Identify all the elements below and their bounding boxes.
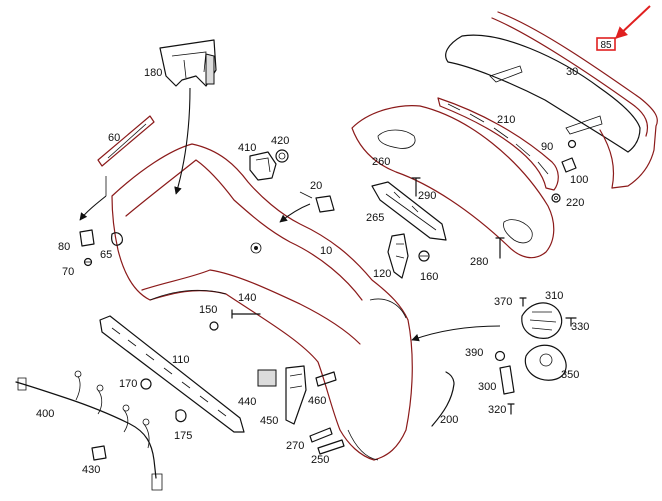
label-110: 110: [172, 354, 190, 366]
label-20: 20: [310, 180, 322, 192]
label-440: 440: [238, 396, 256, 408]
assembly-arrows: [79, 87, 501, 342]
label-180: 180: [144, 67, 162, 79]
part-390-nut: [494, 350, 506, 362]
part-160-clip: [418, 250, 430, 262]
part-200-trim: [431, 371, 455, 427]
label-300: 300: [478, 381, 496, 393]
part-70-screw: [83, 257, 93, 267]
part-210-molding: [437, 97, 559, 191]
label-400: 400: [36, 408, 54, 420]
label-30: 30: [566, 66, 578, 78]
part-320-screw: [507, 403, 515, 415]
label-280: 280: [470, 256, 488, 268]
label-290: 290: [418, 190, 436, 202]
part-175-clip: [175, 409, 187, 423]
part-100-clip: [561, 157, 577, 173]
label-200: 200: [440, 414, 458, 426]
part-120-bracket: [387, 233, 409, 279]
part-370-screw: [519, 297, 527, 307]
label-430: 430: [82, 464, 100, 476]
part-80-clip: [79, 229, 95, 247]
part-labels: 180 60 410 420 20 30 210 90 100 220 260 …: [36, 66, 589, 476]
label-100: 100: [570, 174, 588, 186]
part-265-bracket: [371, 181, 447, 241]
label-60: 60: [108, 132, 120, 144]
part-140-bolt: [231, 309, 261, 319]
label-170: 170: [119, 378, 137, 390]
label-210: 210: [497, 114, 515, 126]
highlight-callout: 85: [596, 5, 651, 51]
label-85: 85: [600, 40, 612, 51]
label-150: 150: [199, 304, 217, 316]
part-150-washer: [209, 321, 219, 331]
part-430-connector: [91, 445, 107, 461]
part-270-strip: [309, 427, 333, 443]
label-450: 450: [260, 415, 278, 427]
label-250: 250: [311, 454, 329, 466]
part-180-bracket: [159, 39, 217, 87]
label-390: 390: [465, 347, 483, 359]
part-30-spoiler: [445, 11, 658, 189]
label-410: 410: [238, 142, 256, 154]
part-460-pad: [315, 371, 337, 387]
part-220-washer: [551, 193, 561, 203]
label-10: 10: [320, 245, 332, 257]
label-330: 330: [571, 321, 589, 333]
label-140: 140: [238, 292, 256, 304]
label-65: 65: [100, 249, 112, 261]
part-440-pad: [257, 369, 277, 387]
part-420-ring: [275, 149, 289, 163]
label-370: 370: [494, 296, 512, 308]
label-310: 310: [545, 290, 563, 302]
part-65-clip: [111, 232, 123, 246]
part-260-diffuser: [351, 105, 555, 259]
part-450-bracket: [285, 365, 307, 425]
label-420: 420: [271, 135, 289, 147]
part-90-screw: [567, 139, 577, 149]
label-220: 220: [566, 197, 584, 209]
label-90: 90: [541, 141, 553, 153]
part-20-cap: [299, 191, 335, 213]
part-400-wiring-harness: [15, 370, 163, 491]
part-60-strip: [97, 115, 155, 167]
part-410-sensor: [249, 151, 277, 181]
part-110-absorber: [99, 315, 245, 433]
part-300-bracket: [499, 365, 515, 395]
part-170-ring: [140, 378, 152, 390]
part-310-sensor-housing: [521, 302, 563, 339]
label-120: 120: [373, 268, 391, 280]
part-350-motor: [524, 344, 567, 381]
label-270: 270: [286, 440, 304, 452]
label-320: 320: [488, 404, 506, 416]
label-265: 265: [366, 212, 384, 224]
label-260: 260: [372, 156, 390, 168]
part-250-strip: [317, 439, 345, 455]
part-330-screw: [565, 317, 577, 327]
part-10-bumper-cover: [111, 143, 413, 461]
label-70: 70: [62, 266, 74, 278]
label-350: 350: [561, 369, 579, 381]
label-175: 175: [174, 430, 192, 442]
part-280-bolt: [495, 237, 505, 259]
label-80: 80: [58, 241, 70, 253]
label-160: 160: [420, 271, 438, 283]
part-290-bolt: [411, 177, 421, 197]
label-460: 460: [308, 395, 326, 407]
